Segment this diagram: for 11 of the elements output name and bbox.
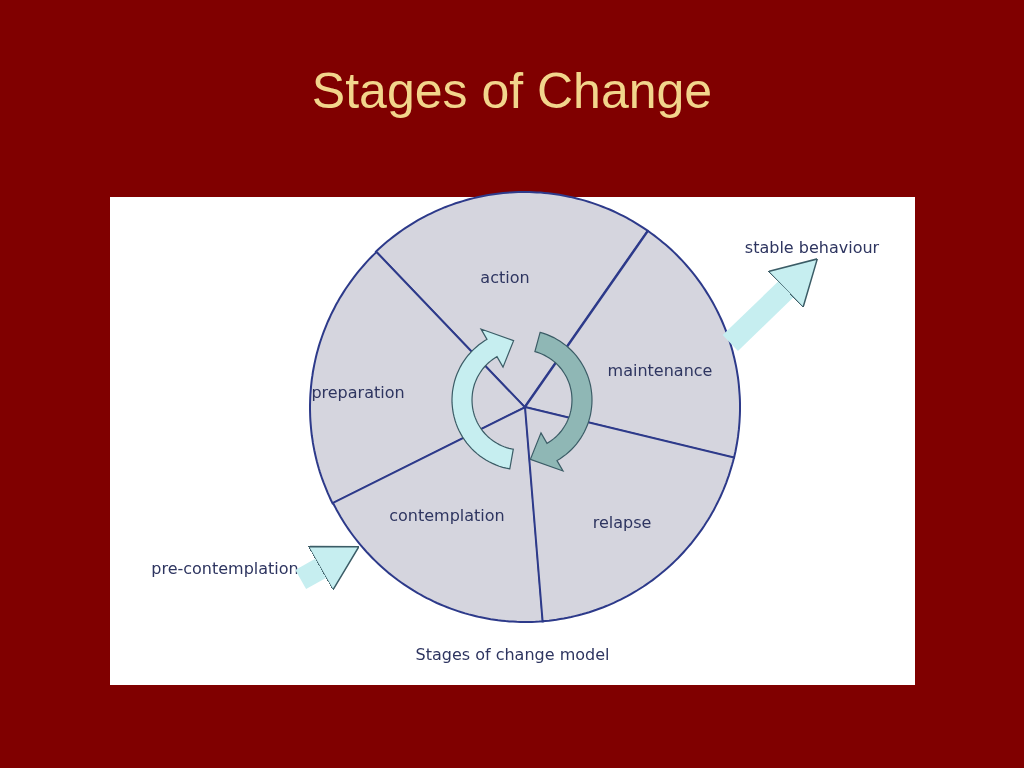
stage-label: contemplation: [389, 505, 505, 525]
stage-label: pre-contemplation: [151, 558, 299, 578]
block-arrow: [295, 545, 360, 591]
title: Stages of Change: [310, 62, 714, 120]
stage-label: stable behaviour: [744, 237, 880, 257]
stage-label: action: [480, 267, 530, 287]
block-arrow: [722, 258, 819, 351]
stage-label: maintenance: [607, 360, 713, 380]
stage-label: preparation: [311, 382, 405, 402]
stage-label: relapse: [592, 512, 652, 532]
caption: Stages of change model: [415, 645, 610, 664]
